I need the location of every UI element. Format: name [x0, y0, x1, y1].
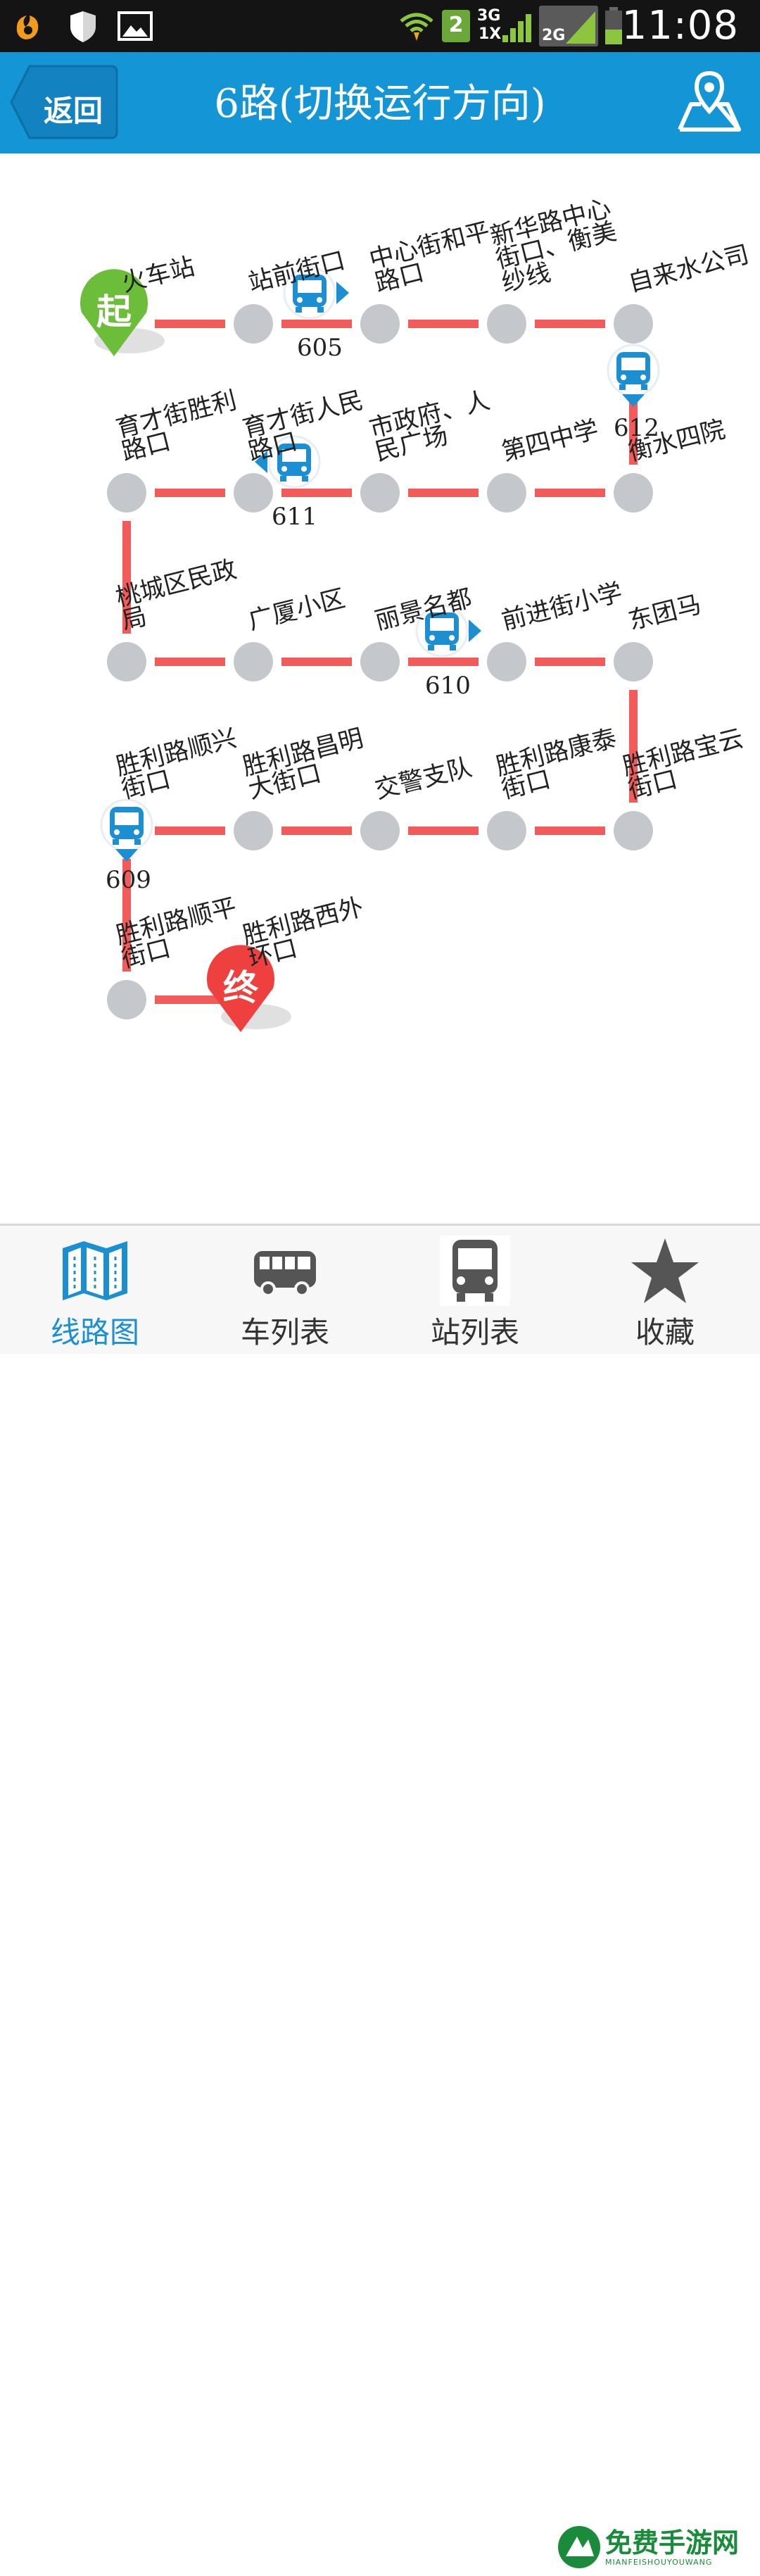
bus-wheel — [134, 839, 141, 845]
bus-window — [115, 812, 139, 825]
map-icon — [63, 1241, 127, 1300]
back-button[interactable]: 返回 — [8, 63, 120, 141]
bus-headlight — [114, 829, 120, 835]
bus-headlight — [449, 635, 455, 641]
page-title[interactable]: 6路(切换运行方向) — [214, 81, 546, 127]
nav-label: 站列表 — [430, 1315, 519, 1350]
bus-headlight — [297, 297, 303, 303]
watermark-text: 免费手游网 — [605, 2527, 740, 2558]
network-3g-label: 3G — [477, 7, 501, 25]
wifi-icon — [400, 13, 433, 41]
map-pin-icon[interactable] — [676, 69, 743, 137]
bus-headlight — [429, 635, 435, 641]
bus-direction-arrow — [115, 849, 138, 862]
bus-window — [430, 618, 454, 631]
nav-route-map[interactable]: 线路图 — [0, 1226, 190, 1354]
bus-headlight — [301, 466, 307, 472]
stop-dot — [487, 642, 526, 681]
status-bar: 2 3G 1X 2G 11:08 — [0, 0, 760, 52]
bus-number[interactable]: 610 — [425, 672, 471, 700]
end-marker-label: 终 — [223, 967, 259, 1008]
bus-headlight — [134, 829, 139, 835]
stop-dot — [360, 473, 400, 513]
bus-wheel — [641, 384, 647, 390]
route-canvas: 起终 — [80, 266, 660, 1032]
nav-label: 线路图 — [50, 1315, 139, 1350]
stop-dot — [234, 473, 273, 513]
network-1x-label: 1X — [479, 25, 502, 43]
bus-front-icon — [440, 1236, 510, 1306]
nav-stop-list[interactable]: 站列表 — [380, 1226, 570, 1354]
bus-wheel — [317, 307, 324, 313]
image-icon — [118, 11, 153, 41]
stop-dot — [487, 473, 526, 513]
watermark-logo: 免费手游网 MIANFEISHOUYOUWANG — [553, 2522, 757, 2576]
stop-dot — [614, 811, 653, 850]
battery-icon — [605, 7, 622, 44]
nav-label: 车列表 — [240, 1315, 329, 1350]
star-icon — [631, 1238, 699, 1303]
stop-dot — [487, 304, 526, 344]
sim-slot-label: 2 — [448, 13, 464, 37]
bus-number[interactable]: 605 — [297, 334, 343, 362]
end-marker — [207, 945, 275, 1032]
back-button-label: 返回 — [44, 94, 103, 128]
uc-browser-icon — [16, 15, 39, 39]
network-2g-label: 2G — [542, 27, 566, 44]
stop-dot — [107, 473, 146, 513]
bus-wheel — [113, 839, 119, 845]
bus-headlight — [621, 375, 626, 380]
bus-wheel — [302, 476, 308, 482]
bus-side-icon — [254, 1251, 316, 1297]
start-marker-label: 起 — [96, 291, 132, 332]
bus-window — [282, 449, 306, 462]
stop-dot — [614, 642, 653, 681]
bus-direction-arrow — [336, 282, 349, 304]
route-map: 起终 火车站站前街口中心街和平路口新华路中心街口、衡美纱线自来水公司育才街胜利路… — [0, 153, 760, 1224]
app-header: 返回 6路(切换运行方向) — [0, 52, 760, 153]
bus-headlight — [640, 375, 646, 380]
bus-wheel — [619, 384, 626, 390]
stop-dot — [360, 304, 400, 344]
shield-icon — [70, 11, 96, 42]
nav-favorites[interactable]: 收藏 — [570, 1226, 760, 1354]
bus-headlight — [317, 297, 322, 303]
bottom-nav: 线路图 车列表 站列表 收藏 — [0, 1224, 760, 2568]
sim-icon: 2 — [442, 10, 470, 42]
bus-window — [621, 358, 645, 370]
stop-dot — [614, 473, 653, 513]
signal-2g-icon — [566, 11, 595, 44]
nav-bus-list[interactable]: 车列表 — [190, 1226, 380, 1354]
bus-window — [298, 280, 322, 293]
bus-number[interactable]: 609 — [106, 866, 151, 894]
back-button-shape — [10, 65, 118, 139]
bus-direction-arrow — [255, 451, 267, 473]
stop-dot — [487, 811, 526, 850]
bus-wheel — [428, 645, 434, 651]
start-marker — [80, 269, 148, 356]
signal-icon — [502, 14, 531, 42]
stop-dot — [107, 642, 146, 681]
stop-dot — [360, 811, 400, 850]
bus-number[interactable]: 611 — [272, 503, 317, 531]
watermark-logo-icon — [558, 2526, 600, 2568]
stop-dot — [234, 642, 273, 681]
bus-direction-arrow — [622, 394, 645, 407]
bus-number[interactable]: 612 — [614, 414, 659, 442]
stop-dot — [614, 304, 653, 344]
nav-label: 收藏 — [635, 1315, 695, 1350]
signal-2g-box: 2G — [539, 6, 598, 46]
stop-dot — [234, 811, 273, 850]
stop-dot — [107, 980, 146, 1019]
bus-wheel — [450, 645, 456, 651]
stop-dot — [234, 304, 273, 344]
stop-dot — [360, 642, 400, 681]
watermark-subtext: MIANFEISHOUYOUWANG — [605, 2558, 713, 2567]
bus-headlight — [281, 466, 287, 472]
status-clock: 11:08 — [621, 3, 739, 49]
bus-wheel — [280, 476, 286, 482]
bus-wheel — [296, 307, 302, 313]
bus-direction-arrow — [469, 620, 481, 642]
